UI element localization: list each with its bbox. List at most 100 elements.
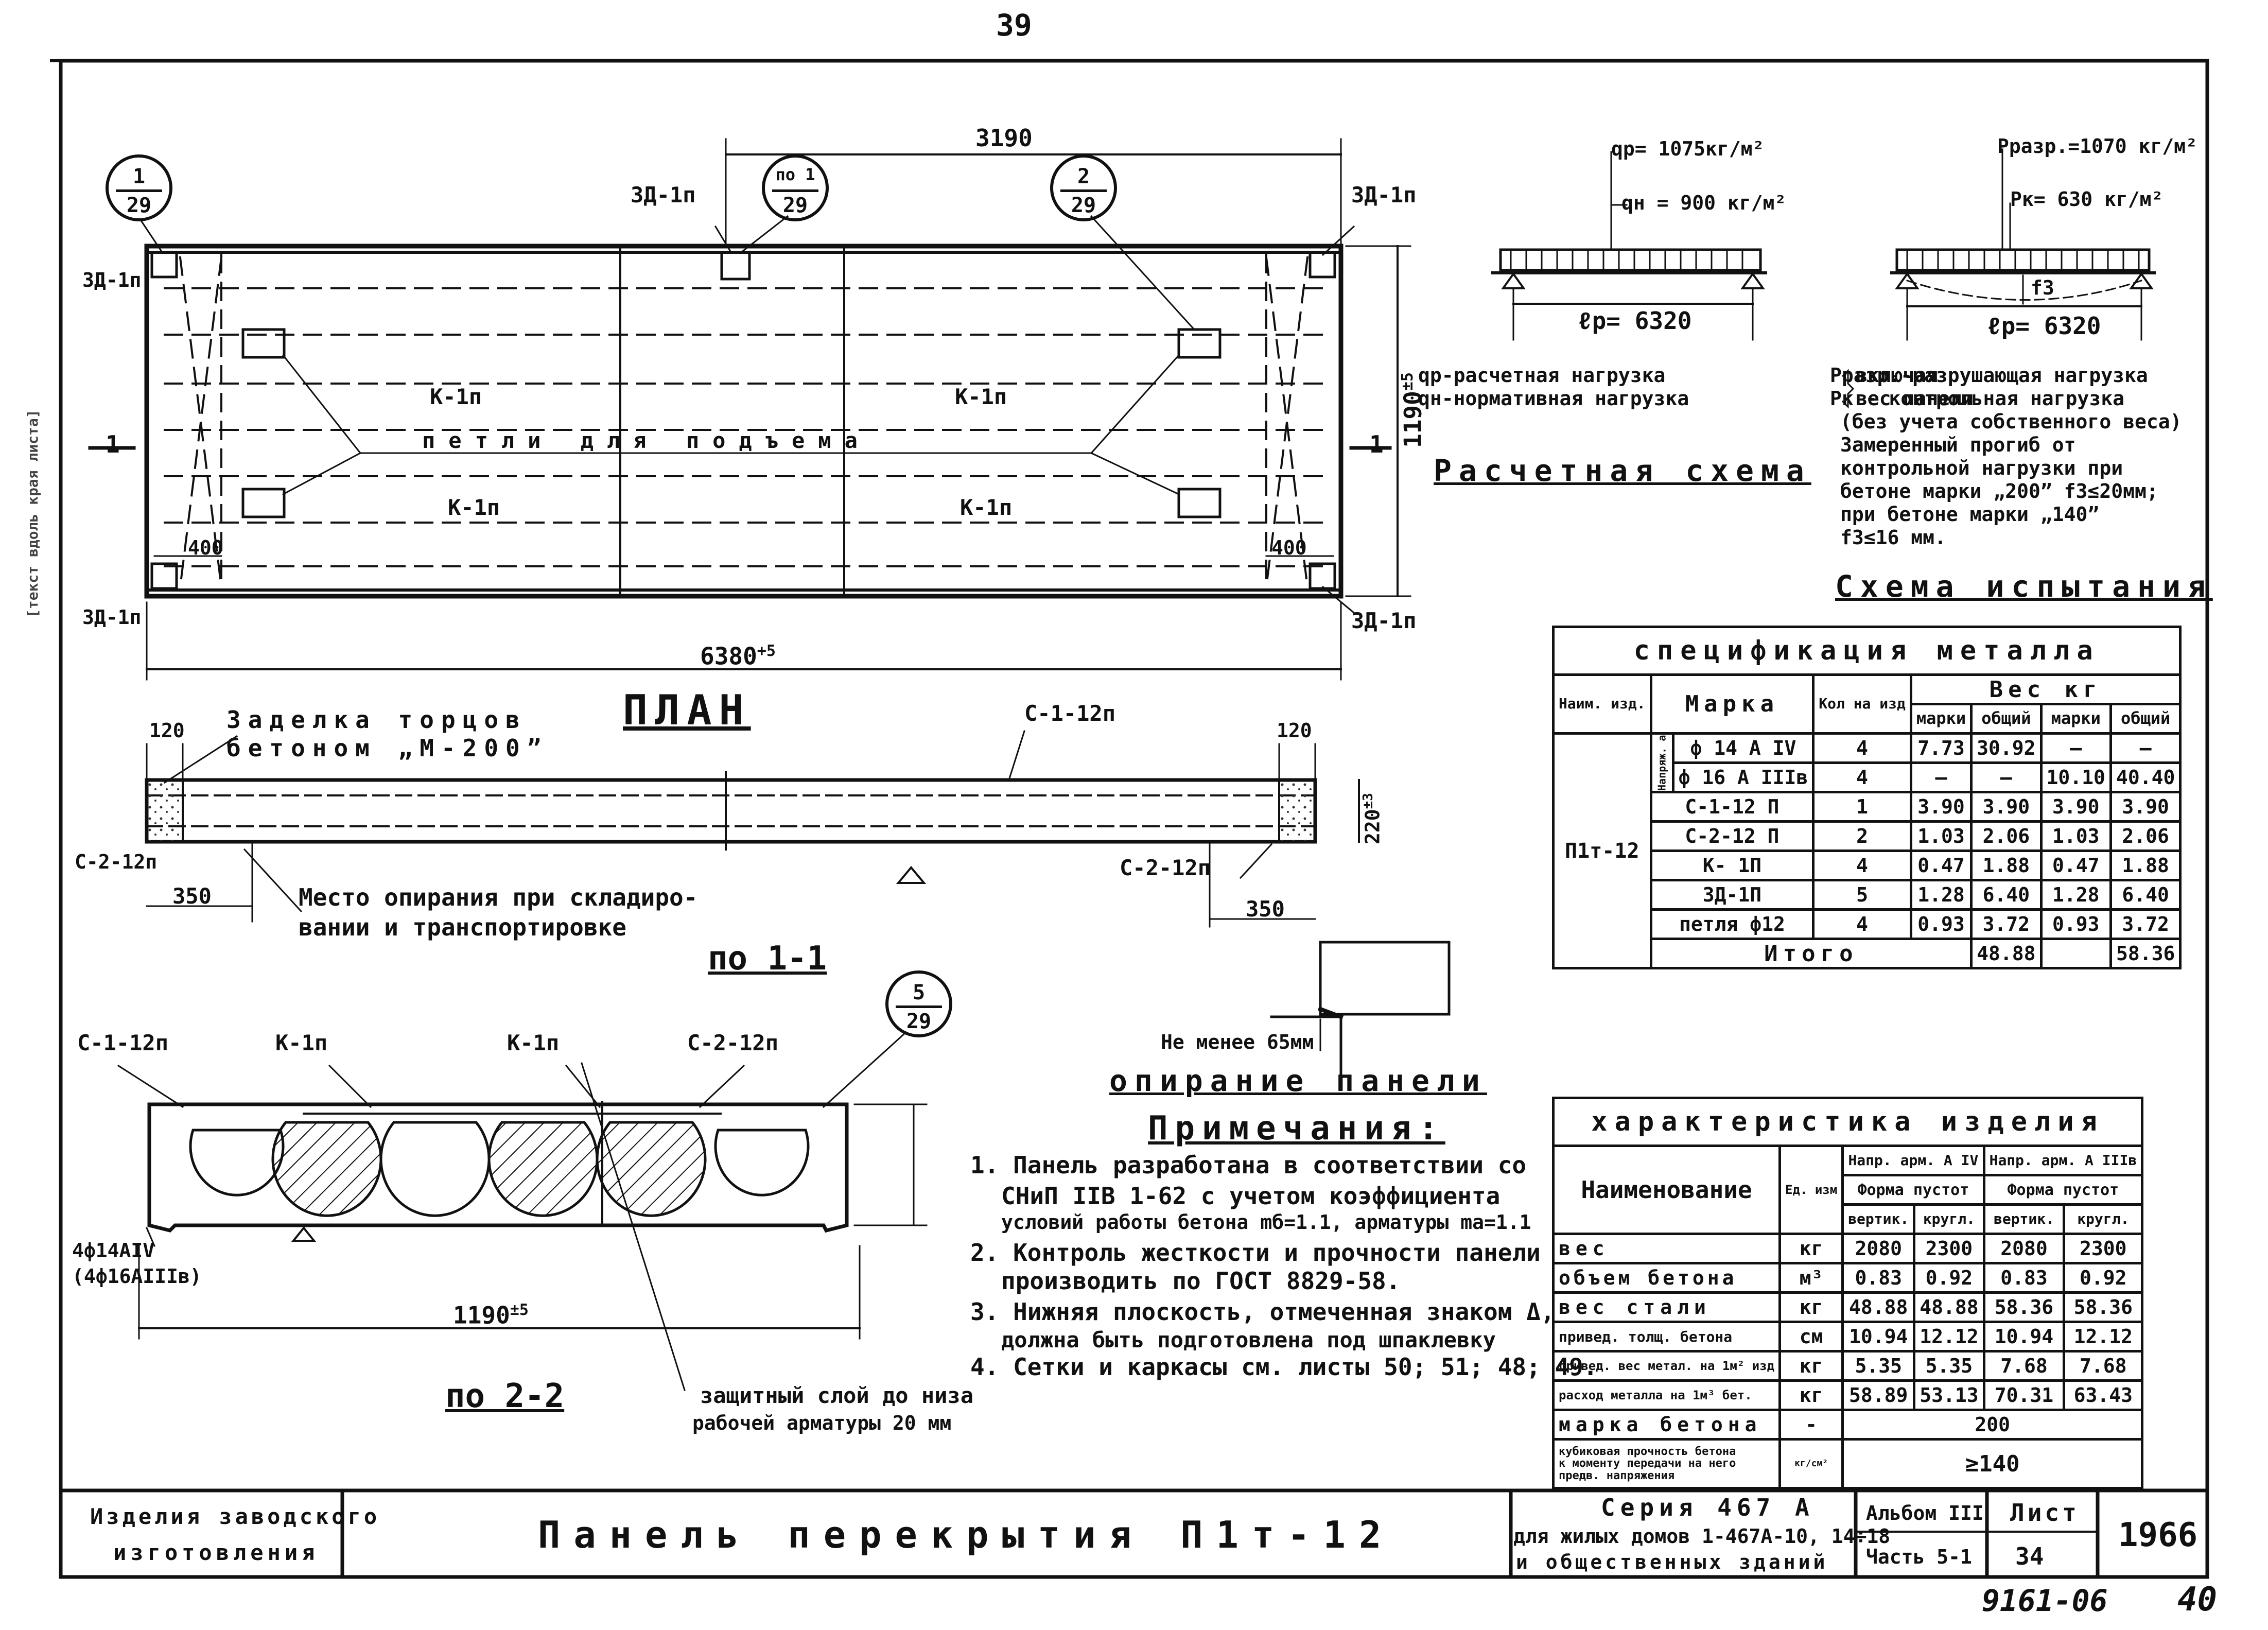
- char-title: характеристика изделия: [1551, 1097, 2144, 1147]
- cell: 58.89: [1841, 1379, 1916, 1411]
- cell: привед. вес метал. на 1м² изд: [1551, 1350, 1782, 1382]
- side-note: [текст вдоль края листа]: [24, 409, 41, 618]
- cell: 58.36: [2063, 1291, 2144, 1323]
- section-1-1-title: по 1-1: [708, 940, 827, 978]
- table-row: привед. вес метал. на 1м² изд кг 5.35 5.…: [1551, 1350, 2144, 1382]
- cell: 48.88: [1841, 1291, 1916, 1323]
- label-k2-s22: К-1п: [507, 1030, 560, 1055]
- legend-qn: qн-нормативная нагрузка: [1418, 387, 1689, 410]
- cell: кг: [1778, 1350, 1844, 1382]
- table-row: вес кг 2080 2300 2080 2300: [1551, 1233, 2144, 1264]
- label-zd-bl: ЗД-1п: [82, 606, 142, 629]
- cell: кг: [1778, 1291, 1844, 1323]
- char-mark-label: марка бетона: [1551, 1409, 1782, 1441]
- cell: 1.28: [2039, 879, 2112, 911]
- hdr-w-total-b: общий: [2109, 703, 2182, 735]
- label-lp-calc: ℓр= 6320: [1578, 307, 1692, 335]
- cell: К- 1П: [1649, 849, 1815, 881]
- cell: 63.43: [2063, 1379, 2144, 1411]
- table-row: расход металла на 1м³ бет. кг 58.89 53.1…: [1551, 1379, 2144, 1411]
- label-qp: qр= 1075кг/м²: [1611, 137, 1765, 160]
- cell: 2080: [1982, 1233, 2066, 1264]
- char-hdr-vert-a: вертик.: [1841, 1203, 1916, 1235]
- cell: 3.72: [1970, 908, 2043, 940]
- total-label: Итого: [1649, 938, 1973, 969]
- test-line-4: Замеренный прогиб от: [1840, 433, 2076, 456]
- cell: С-1-12 П: [1649, 791, 1815, 823]
- dim-350-right: 350: [1246, 896, 1285, 922]
- table-row: марка бетона - 200: [1551, 1409, 2144, 1441]
- label-zd-tr: ЗД-1п: [1351, 182, 1417, 207]
- char-cube-unit: кг/см²: [1778, 1438, 1844, 1489]
- label-zd-br: ЗД-1п: [1351, 608, 1417, 633]
- table-row: С-1-12 П 1 3.90 3.90 3.90 3.90: [1554, 791, 2182, 823]
- cell: ЗД-1П: [1649, 879, 1815, 911]
- hdr-mark: Марка: [1649, 673, 1815, 735]
- dim-120-left: 120: [149, 719, 185, 742]
- cell: м³: [1778, 1262, 1844, 1294]
- char-hdr-a3: Напр. арм. А IIIв: [1982, 1145, 2144, 1176]
- cell: ф 16 А IIIв: [1671, 761, 1815, 793]
- legend-incl-2: вес панели: [1856, 387, 1974, 410]
- dim-6380: 6380+5: [700, 642, 776, 670]
- page-number-top: 39: [996, 8, 1032, 43]
- cell: 10.94: [1982, 1321, 2066, 1352]
- label-k1-s22: К-1п: [275, 1030, 328, 1055]
- char-mark-value: 200: [1841, 1409, 2144, 1441]
- total-a: 48.88: [1970, 938, 2043, 969]
- tb-album: Альбом III: [1866, 1502, 1984, 1524]
- label-k-tr: К-1п: [955, 384, 1007, 409]
- table-row: ф 16 А IIIв 4 — — 10.10 40.40: [1554, 761, 2182, 793]
- cell: 2.06: [2109, 820, 2182, 852]
- cell: 4: [1812, 849, 1912, 881]
- cell: 12.12: [2063, 1321, 2144, 1352]
- cell: 0.47: [1909, 849, 1973, 881]
- cell: 3.90: [1970, 791, 2043, 823]
- note-line-6: 3. Нижняя плоскость, отмеченная знаком Δ…: [970, 1298, 1555, 1326]
- plan-drawing: [88, 138, 1411, 681]
- table-row: привед. толщ. бетона см 10.94 12.12 10.9…: [1551, 1321, 2144, 1352]
- cell: 2.06: [1970, 820, 2043, 852]
- table-row: К- 1П 4 0.47 1.88 0.47 1.88: [1554, 849, 2182, 881]
- cell: 10.10: [2039, 761, 2112, 793]
- cell: 30.92: [1970, 732, 2043, 764]
- cell: 1.03: [1909, 820, 1973, 852]
- label-zasch-1: защитный слой до низа: [700, 1383, 974, 1408]
- cell: 12.12: [1913, 1321, 1985, 1352]
- label-c212-s22: С-2-12п: [687, 1030, 779, 1055]
- cell: вес стали: [1551, 1291, 1782, 1323]
- calc-scheme-drawing: [1491, 151, 1855, 409]
- cell: 2080: [1841, 1233, 1916, 1264]
- cell: —: [1970, 761, 2043, 793]
- char-hdr-form-b: Форма пустот: [1982, 1174, 2144, 1206]
- test-line-6: бетоне марки „200” f3≤20мм;: [1840, 480, 2158, 502]
- label-rebar-1: 4ф14АIV: [72, 1239, 155, 1262]
- char-mark-unit: -: [1778, 1409, 1844, 1441]
- legend-incl-1: включая: [1856, 364, 1939, 387]
- char-hdr-vert-b: вертик.: [1982, 1203, 2066, 1235]
- cell: 3.90: [2039, 791, 2112, 823]
- label-not-less-65: Не менее 65мм: [1161, 1031, 1314, 1053]
- cell: 4: [1812, 761, 1912, 793]
- cell: 7.73: [1909, 732, 1973, 764]
- support-detail-drawing: [1270, 941, 1451, 1078]
- note-line-5: производить по ГОСТ 8829-58.: [1001, 1267, 1401, 1295]
- test-line-8: f3≤16 мм.: [1840, 526, 1946, 549]
- table-row: петля ф12 4 0.93 3.72 0.93 3.72: [1554, 908, 2182, 940]
- cell: см: [1778, 1321, 1844, 1352]
- test-line-2: Рк - контрольная нагрузка: [1830, 387, 2124, 410]
- test-line-5: контрольной нагрузки при: [1840, 457, 2123, 479]
- notes-title: Примечания:: [1148, 1109, 1445, 1148]
- note-line-8: 4. Сетки и каркасы см. листы 50; 51; 48;…: [970, 1353, 1598, 1381]
- tb-main-title: Панель перекрытия П1т-12: [538, 1513, 1395, 1556]
- table-row: ЗД-1П 5 1.28 6.40 1.28 6.40: [1554, 879, 2182, 911]
- char-hdr-a4: Напр. арм. А IV: [1841, 1145, 1985, 1176]
- napr-cell: Напряж. арматур: [1651, 733, 1673, 792]
- cell: 1: [1812, 791, 1912, 823]
- cell: 40.40: [2109, 761, 2182, 793]
- cell: 1.88: [1970, 849, 2043, 881]
- title-block-lines: [59, 1488, 2209, 1579]
- cell: С-2-12 П: [1649, 820, 1815, 852]
